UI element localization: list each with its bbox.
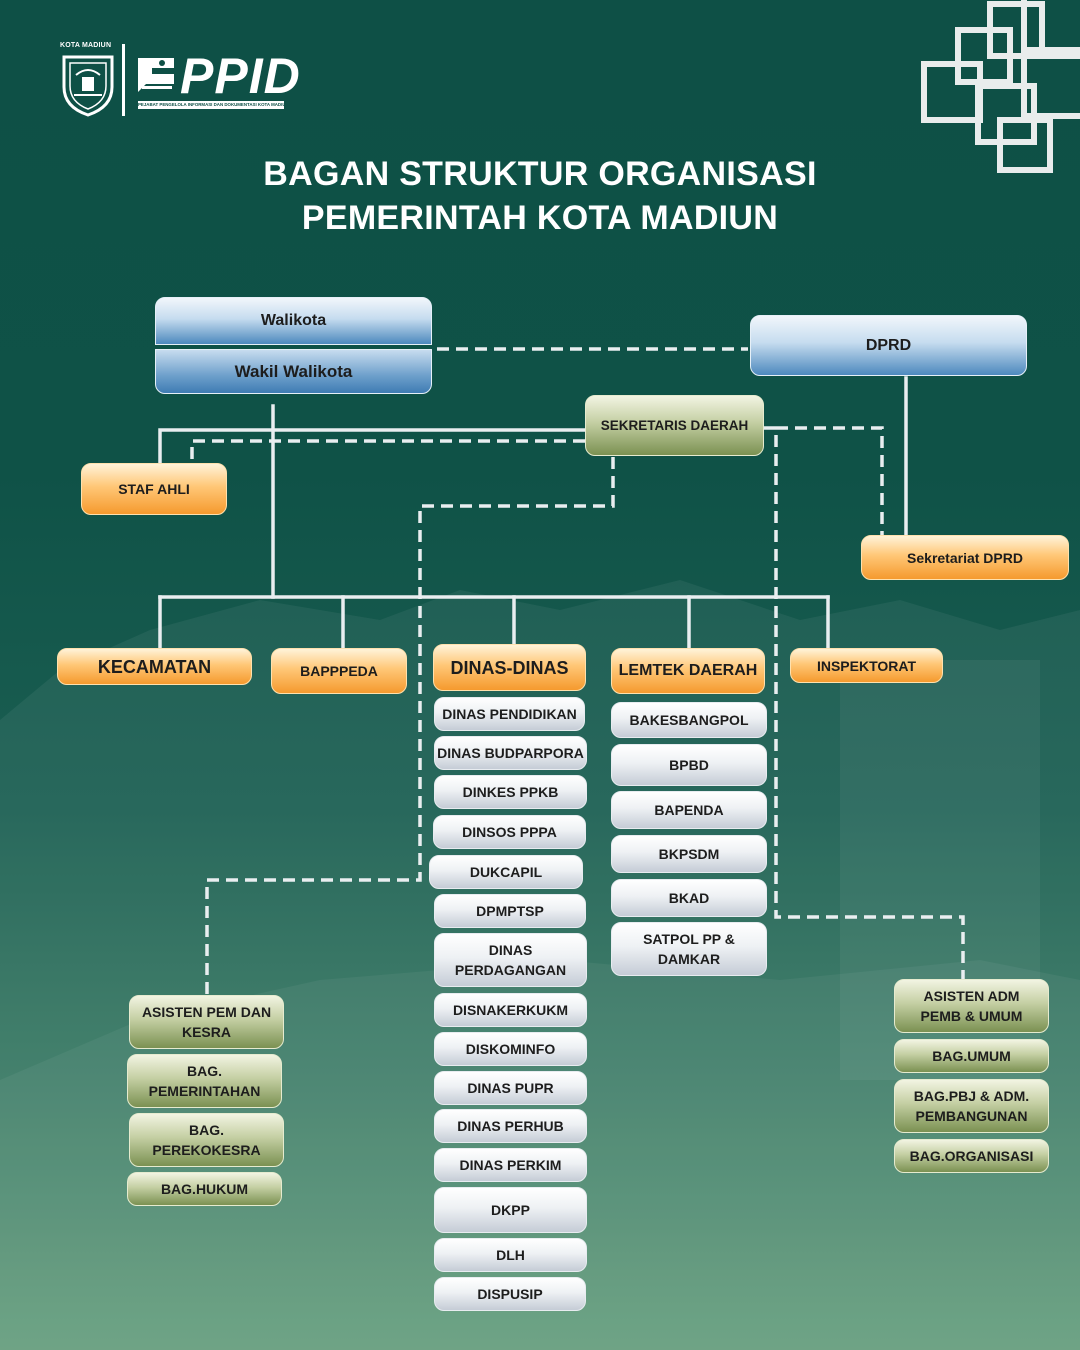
dinas-dinas-box[interactable]: DINAS-DINAS <box>433 644 586 691</box>
dinas-item[interactable]: DLH <box>434 1238 587 1272</box>
bag-hukum-box[interactable]: BAG.HUKUM <box>127 1172 282 1206</box>
dinas-item[interactable]: DISPUSIP <box>434 1277 586 1311</box>
sekretariat-dprd-box[interactable]: Sekretariat DPRD <box>861 535 1069 580</box>
dinas-item[interactable]: DISKOMINFO <box>434 1032 587 1066</box>
staf-ahli-box[interactable]: STAF AHLI <box>81 463 227 515</box>
sekretaris-daerah-box[interactable]: SEKRETARIS DAERAH <box>585 395 764 456</box>
dinas-item[interactable]: DINAS PUPR <box>434 1071 587 1105</box>
kecamatan-box[interactable]: KECAMATAN <box>57 648 252 685</box>
dinas-item[interactable]: DISNAKERKUKM <box>434 993 587 1027</box>
inspektorat-box[interactable]: INSPEKTORAT <box>790 648 943 683</box>
lemtek-item[interactable]: SATPOL PP & DAMKAR <box>611 922 767 976</box>
bapppeda-box[interactable]: BAPPPEDA <box>271 648 407 694</box>
logo-divider <box>122 44 125 116</box>
lemtek-item[interactable]: BKPSDM <box>611 835 767 873</box>
bag-pbj-box[interactable]: BAG.PBJ & ADM. PEMBANGUNAN <box>894 1079 1049 1133</box>
logo-area: KOTA MADIUN PPID PEJABAT PENGELOLA INFOR… <box>56 40 300 120</box>
lemtek-daerah-box[interactable]: LEMTEK DAERAH <box>611 648 765 694</box>
title-line-1: BAGAN STRUKTUR ORGANISASI <box>263 155 817 193</box>
kota-madiun-label: KOTA MADIUN <box>60 42 112 49</box>
dinas-item[interactable]: DINAS BUDPARPORA <box>434 736 587 770</box>
title-line-2: PEMERINTAH KOTA MADIUN <box>301 199 779 237</box>
lemtek-item[interactable]: BKAD <box>611 879 767 917</box>
dinas-item[interactable]: DINAS PENDIDIKAN <box>434 697 585 731</box>
dinas-item[interactable]: DPMPTSP <box>434 894 586 928</box>
lemtek-item[interactable]: BAKESBANGPOL <box>611 702 767 738</box>
bag-organisasi-box[interactable]: BAG.ORGANISASI <box>894 1139 1049 1173</box>
dinas-item[interactable]: DUKCAPIL <box>429 855 583 889</box>
asisten-adm-box[interactable]: ASISTEN ADM PEMB & UMUM <box>894 979 1049 1033</box>
dinas-item[interactable]: DKPP <box>434 1187 587 1233</box>
kota-madiun-crest-icon <box>62 55 114 117</box>
decorative-squares <box>921 0 1080 173</box>
bag-umum-box[interactable]: BAG.UMUM <box>894 1039 1049 1073</box>
lemtek-item[interactable]: BAPENDA <box>611 791 767 829</box>
page-title: BAGAN STRUKTUR ORGANISASI PEMERINTAH KOT… <box>140 152 940 240</box>
dinas-item[interactable]: DINAS PERKIM <box>434 1148 587 1182</box>
dinas-item[interactable]: DINAS PERDAGANGAN <box>434 933 587 987</box>
ppid-wordmark: PPID <box>180 48 301 104</box>
walikota-box[interactable]: Walikota <box>155 297 432 345</box>
dinas-item[interactable]: DINAS PERHUB <box>434 1109 587 1143</box>
lemtek-item[interactable]: BPBD <box>611 744 767 786</box>
bag-pemerintahan-box[interactable]: BAG. PEMERINTAHAN <box>127 1054 282 1108</box>
asisten-pem-kesra-box[interactable]: ASISTEN PEM DAN KESRA <box>129 995 284 1049</box>
dinas-item[interactable]: DINSOS PPPA <box>433 815 586 849</box>
dinas-item[interactable]: DINKES PPKB <box>434 775 587 809</box>
bag-perekokesra-box[interactable]: BAG. PEREKOKESRA <box>129 1113 284 1167</box>
dprd-box[interactable]: DPRD <box>750 315 1027 376</box>
ppid-emblem-icon <box>138 58 174 92</box>
ppid-subtitle: PEJABAT PENGELOLA INFORMASI DAN DOKUMENT… <box>138 101 284 109</box>
wakil-walikota-box[interactable]: Wakil Walikota <box>155 349 432 394</box>
